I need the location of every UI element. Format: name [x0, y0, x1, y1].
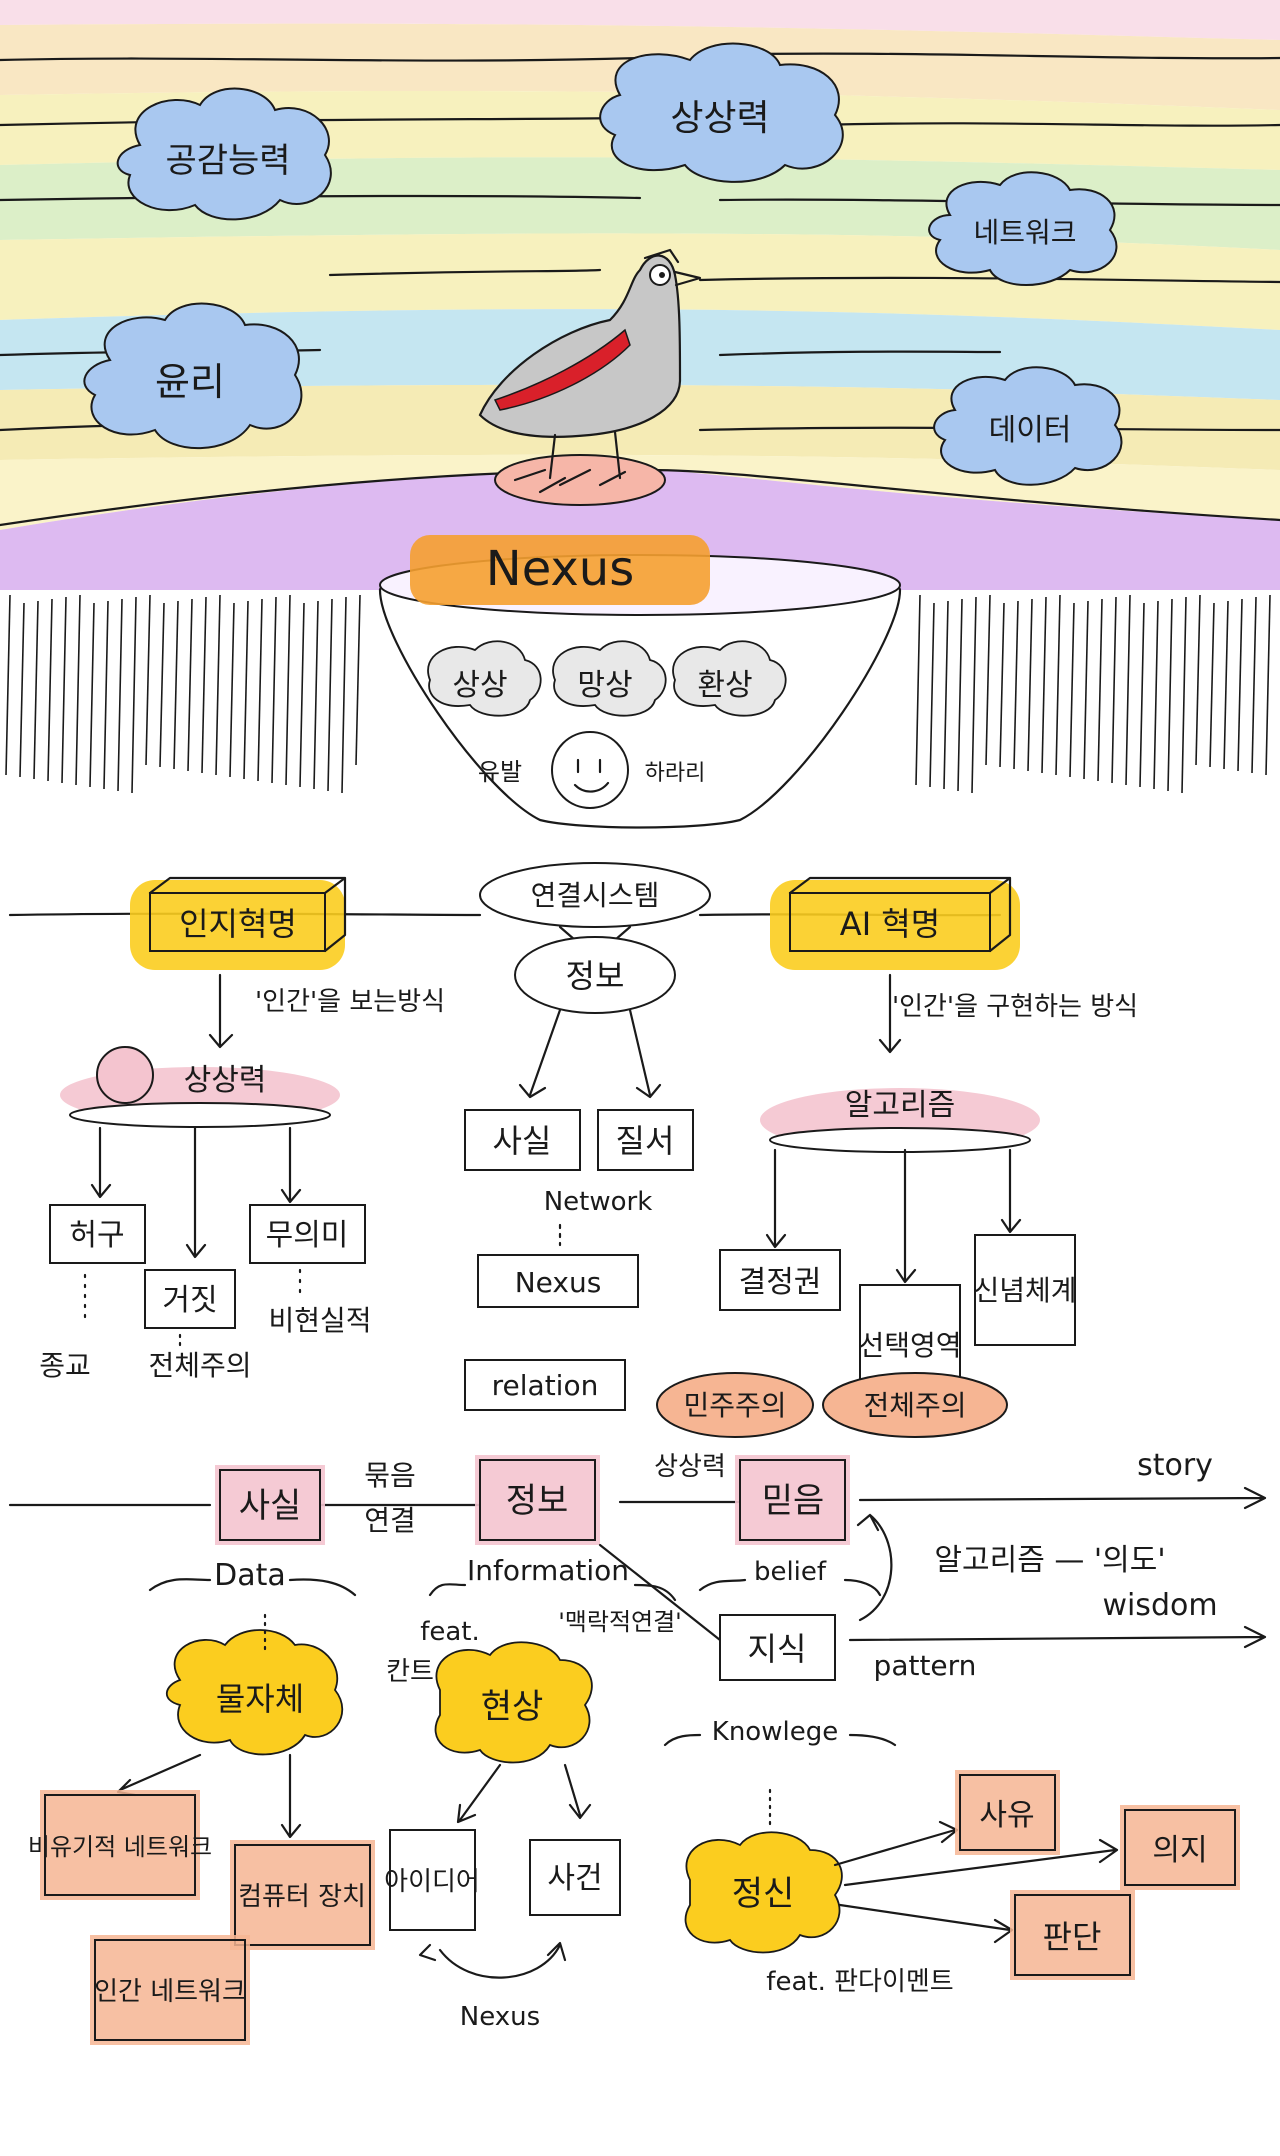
harari-right: 하라리 [645, 761, 706, 786]
bottom-spirit: 정신 [732, 1874, 795, 1914]
story-story: story [1137, 1448, 1213, 1483]
story-info: 정보 [506, 1481, 569, 1521]
story-belief-label: belief [754, 1557, 827, 1587]
story-pattern: pattern [874, 1649, 977, 1682]
cloud-empathy: 공감능력 [118, 89, 331, 220]
right-algorithm: 알고리즘 [845, 1088, 955, 1123]
bottom-non-org-network: 비유기적 네트워크 [28, 1833, 212, 1861]
right-box-choice: 선택영역 [858, 1329, 961, 1362]
right-column: AI 혁명 '인간'을 구현하는 방식 알고리즘 결정권 선택영역 신념체계 민… [657, 878, 1138, 1437]
story-collect: 묶음 [364, 1459, 416, 1492]
cloud-network-label: 네트워크 [973, 216, 1076, 249]
left-sub-religion: 종교 [39, 1349, 91, 1382]
story-connect: 연결 [364, 1504, 416, 1537]
bottom-human-network: 인간 네트워크 [94, 1977, 246, 2007]
cloud-data-label: 데이터 [989, 413, 1072, 448]
story-imagination: 상상력 [654, 1452, 726, 1482]
cognitive-revolution-label: 인지혁명 [179, 905, 297, 943]
bottom-idea: 아이디어 [384, 1867, 480, 1897]
ai-revolution-label: AI 혁명 [840, 905, 940, 943]
cloud-empathy-label: 공감능력 [165, 141, 290, 181]
underground-2: 망상 [577, 668, 632, 703]
right-box-decision: 결정권 [739, 1265, 822, 1300]
left-box-lie: 거짓 [162, 1283, 217, 1318]
left-column: 인지혁명 '인간'을 보는방식 상상력 허구 거짓 무의미 종교 전체주의 비현… [39, 878, 445, 1382]
bottom-kant: 칸트 [386, 1657, 434, 1687]
center-fact-box: 사실 [493, 1122, 552, 1160]
underground-1: 상상 [452, 668, 507, 703]
center-nexus-box: Nexus [515, 1266, 602, 1299]
bottom-event: 사건 [547, 1861, 602, 1896]
bottom-will: 의지 [1152, 1833, 1207, 1868]
left-subtitle: '인간'을 보는방식 [255, 987, 445, 1017]
bottom-section: 물자체 feat. 칸트 현상 비유기적 네트워크 컴퓨터 장치 인간 네트워크… [28, 1615, 1240, 2045]
left-box-fiction: 허구 [69, 1218, 124, 1253]
right-subtitle: '인간'을 구현하는 방식 [892, 992, 1138, 1022]
bottom-feat-pandemic: feat. 판다이멘트 [766, 1967, 953, 1997]
info-oval-label: 정보 [566, 957, 625, 995]
left-sub-unrealistic: 비현실적 [268, 1304, 371, 1337]
right-box-belief: 신념체계 [973, 1274, 1076, 1307]
network-label: Network [544, 1187, 653, 1217]
nexus-lens-label: Nexus [486, 541, 634, 597]
left-imagination: 상상력 [184, 1063, 267, 1098]
story-fact: 사실 [239, 1486, 302, 1526]
bottom-computer-device: 컴퓨터 장치 [238, 1882, 366, 1912]
right-totalitarianism: 전체주의 [863, 1389, 966, 1422]
story-algorithm-intent: 알고리즘 — '의도' [934, 1543, 1165, 1578]
bottom-judgement: 판단 [1043, 1918, 1102, 1956]
story-knowledge-label: Knowlege [712, 1717, 838, 1747]
connection-system-label: 연결시스템 [531, 879, 660, 912]
center-column: 연결시스템 정보 사실 질서 Network Nexus relation [465, 863, 710, 1410]
bottom-matter: 물자체 [216, 1680, 304, 1718]
left-box-meaningless: 무의미 [266, 1218, 349, 1253]
right-democracy: 민주주의 [683, 1389, 786, 1422]
bottom-thought: 사유 [979, 1798, 1034, 1833]
left-sub-totalitarianism: 전체주의 [148, 1349, 251, 1382]
cloud-data: 데이터 [934, 367, 1121, 484]
cloud-ethics: 윤리 [84, 304, 301, 449]
story-wisdom: wisdom [1102, 1588, 1217, 1623]
bottom-nexus-loop: Nexus [460, 2002, 540, 2032]
cloud-ethics-label: 윤리 [155, 360, 225, 404]
story-data-label: Data [214, 1558, 286, 1593]
underground-3: 환상 [697, 668, 752, 703]
harari-left: 유발 [478, 758, 522, 786]
story-knowledge: 지식 [748, 1630, 807, 1668]
story-belief: 믿음 [762, 1481, 825, 1521]
center-order-box: 질서 [616, 1122, 675, 1160]
center-relation-box: relation [492, 1369, 599, 1402]
story-info-label: Information [467, 1554, 629, 1587]
cloud-imagination-label: 상상력 [670, 98, 769, 139]
bottom-phenomenon: 현상 [481, 1687, 544, 1727]
bottom-feat: feat. [420, 1617, 480, 1647]
cloud-network: 네트워크 [929, 172, 1116, 285]
story-context: '맥락적연결' [558, 1608, 682, 1636]
